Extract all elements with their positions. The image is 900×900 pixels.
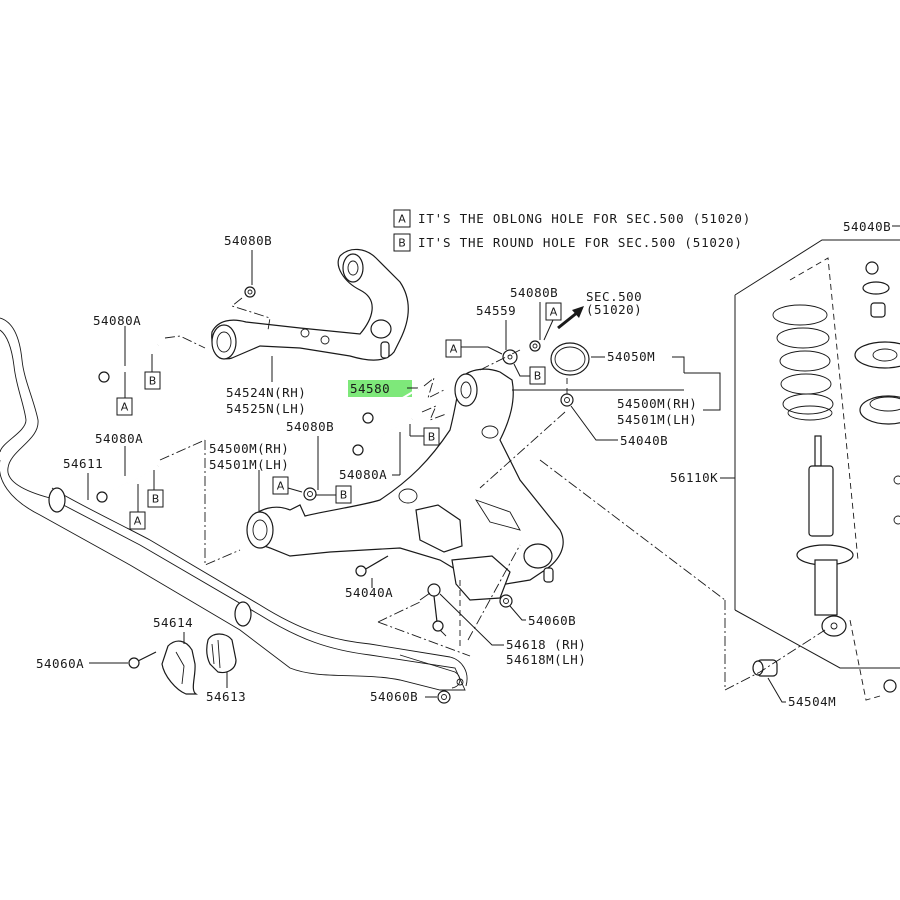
- lower-ball-joint: [523, 543, 553, 569]
- strut-mount-stack[interactable]: [854, 261, 900, 525]
- nut-54060b-bar[interactable]: [437, 690, 451, 704]
- ring-54050m[interactable]: [550, 342, 590, 376]
- callout-54580-highlighted[interactable]: 54580: [350, 381, 390, 396]
- lower-bolt-54080a-mid[interactable]: [352, 418, 413, 456]
- legend-note-b: B IT'S THE ROUND HOLE FOR SEC.500 (51020…: [393, 233, 743, 252]
- callout-lower-arm-lh-right[interactable]: 54501M(LH): [617, 412, 697, 427]
- callout-bushing[interactable]: 54613: [206, 689, 246, 704]
- upper-bolt-54080a[interactable]: [98, 344, 159, 383]
- sec-500-arrow-icon[interactable]: [557, 306, 584, 330]
- legend-note-a: A IT'S THE OBLONG HOLE FOR SEC.500 (5102…: [393, 209, 751, 228]
- callout-lower-arm-rh-right[interactable]: 54500M(RH): [617, 396, 697, 411]
- callout-sec-500[interactable]: SEC.500: [586, 289, 642, 304]
- callout-nut-54060b-link[interactable]: 54060B: [528, 613, 576, 628]
- callout-shock-56110k[interactable]: 56110K: [670, 470, 718, 485]
- nut-54040b[interactable]: [560, 393, 574, 407]
- legend-box-a-label: A: [398, 213, 406, 226]
- callout-lower-bolt-left[interactable]: 54080A: [95, 431, 143, 446]
- ref-box-a-label: A: [121, 401, 129, 414]
- upper-control-arm[interactable]: [211, 248, 409, 361]
- legend-box-b-label: B: [398, 237, 406, 250]
- lower-arm-bushing-front: [246, 511, 274, 549]
- stabilizer-bar[interactable]: [0, 317, 468, 691]
- lower-arm-bushing-rear: [454, 373, 478, 407]
- upper-ball-joint: [370, 319, 392, 339]
- coil-spring[interactable]: [772, 304, 834, 421]
- ref-box-b-label: B: [149, 375, 157, 388]
- nut-54080b-left[interactable]: [303, 487, 317, 501]
- legend-note-a-text: IT'S THE OBLONG HOLE FOR SEC.500 (51020): [418, 211, 751, 226]
- callout-ring[interactable]: 54050M: [607, 349, 655, 364]
- callout-strut-nut[interactable]: 54040B: [843, 219, 891, 234]
- callout-upper-nut[interactable]: 54080B: [224, 233, 272, 248]
- bolt-54060a[interactable]: [128, 651, 157, 669]
- strut-assembly-outline: [734, 239, 900, 296]
- callout-link-rh[interactable]: 54618 (RH): [506, 637, 586, 652]
- lower-bolt-54080a-left[interactable]: [96, 465, 159, 503]
- callout-upper-arm-lh[interactable]: 54525N(LH): [226, 401, 306, 416]
- callout-bolt-54040a[interactable]: 54040A: [345, 585, 393, 600]
- callout-nut-top[interactable]: 54080B: [510, 285, 558, 300]
- ref-box-b-label: B: [152, 493, 160, 506]
- ref-box-a-label: A: [450, 343, 458, 356]
- callout-nut-54060b-bar[interactable]: 54060B: [370, 689, 418, 704]
- clamp-54614[interactable]: [161, 640, 198, 695]
- ref-box-b-label: B: [428, 431, 436, 444]
- callout-stabilizer-bar[interactable]: 54611: [63, 456, 103, 471]
- stab-bar-ring-right: [234, 601, 252, 627]
- lower-control-arm[interactable]: [246, 368, 564, 601]
- upper-arm-bushing-front: [211, 324, 237, 360]
- lower-arm-shock-bracket: [415, 504, 463, 553]
- callout-link-lh[interactable]: 54618M(LH): [506, 652, 586, 667]
- cam-bolt-54580[interactable]: [362, 388, 419, 424]
- upper-nut-54080b[interactable]: [244, 286, 256, 298]
- strut-lower-nut[interactable]: [883, 679, 897, 693]
- bushing-54613[interactable]: [206, 633, 237, 674]
- callout-upper-arm-rh[interactable]: 54524N(RH): [226, 385, 306, 400]
- ref-box-a: [116, 397, 133, 416]
- ref-box-a-label: A: [550, 306, 558, 319]
- callout-bolt-54060a[interactable]: 54060A: [36, 656, 84, 671]
- ref-box-a-label: A: [134, 515, 142, 528]
- strut-top-nut: [865, 261, 879, 275]
- callout-washer[interactable]: 54559: [476, 303, 516, 318]
- bolt-54040a[interactable]: [355, 555, 389, 577]
- callout-nut-54040b-right[interactable]: 54040B: [620, 433, 668, 448]
- strut-top-washer: [862, 281, 890, 295]
- bushing-54504m[interactable]: [752, 659, 778, 677]
- ref-box-a-label: A: [277, 480, 285, 493]
- ref-box-b-label: B: [534, 370, 542, 383]
- legend-box-a: [393, 209, 411, 228]
- callout-sec-51020[interactable]: (51020): [586, 302, 642, 317]
- strut-upper-mount: [854, 341, 900, 369]
- nut-54080b-top[interactable]: [529, 340, 541, 352]
- callout-lower-arm-lh-left[interactable]: 54501M(LH): [209, 457, 289, 472]
- stabilizer-link-54618[interactable]: [419, 583, 447, 637]
- callout-upper-bolt[interactable]: 54080A: [93, 313, 141, 328]
- upper-arm-bushing-rear: [342, 253, 364, 283]
- nut-54060b-link[interactable]: [499, 594, 513, 608]
- callout-clamp[interactable]: 54614: [153, 615, 193, 630]
- shock-absorber[interactable]: [796, 435, 854, 637]
- callout-nut-54080b-left[interactable]: 54080B: [286, 419, 334, 434]
- ref-box-b: [144, 371, 161, 390]
- callout-bushing-54504m[interactable]: 54504M: [788, 694, 836, 709]
- legend-note-b-text: IT'S THE ROUND HOLE FOR SEC.500 (51020): [418, 235, 743, 250]
- highlight-54580: [348, 380, 412, 397]
- callout-lower-arm-rh-left[interactable]: 54500M(RH): [209, 441, 289, 456]
- callout-lower-bolt-mid[interactable]: 54080A: [339, 467, 387, 482]
- strut-bump-rubber: [870, 302, 886, 318]
- stab-bar-ring-left: [48, 487, 66, 513]
- legend-box-b: [393, 233, 411, 252]
- ref-box-b-label: B: [340, 489, 348, 502]
